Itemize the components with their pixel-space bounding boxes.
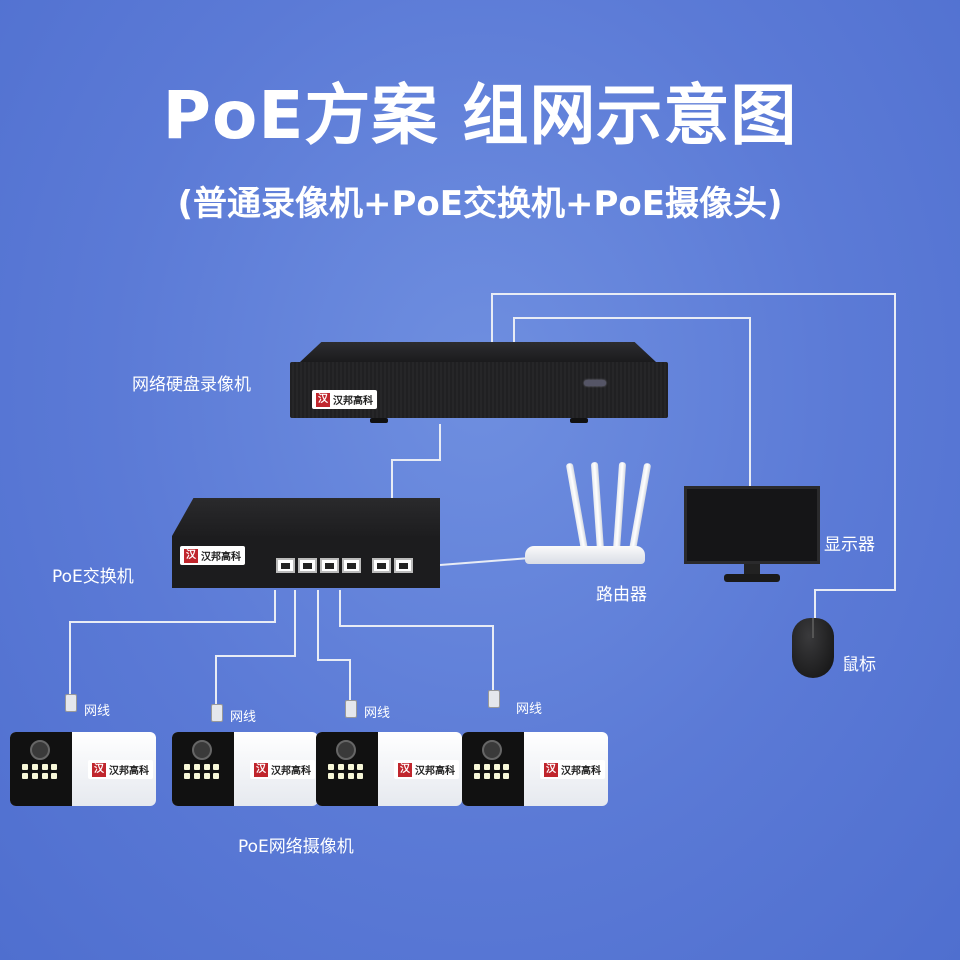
camera-face bbox=[172, 732, 234, 806]
ir-led-array-icon bbox=[328, 764, 364, 779]
poe-port-icon bbox=[342, 558, 361, 573]
wire-cam-2 bbox=[215, 590, 296, 706]
camera-brand-badge: 汉 汉邦高科 bbox=[88, 760, 153, 779]
poe-camera-3: 汉 汉邦高科 bbox=[316, 732, 462, 814]
router-antenna-icon bbox=[590, 461, 604, 551]
poe-port-icon bbox=[320, 558, 339, 573]
brand-name: 汉邦高科 bbox=[271, 766, 311, 777]
monitor-base bbox=[724, 574, 780, 582]
uplink-port-icon bbox=[372, 558, 391, 573]
poe-camera-2: 汉 汉邦高科 bbox=[172, 732, 318, 814]
wire-cam-3 bbox=[317, 590, 351, 706]
camera-lens-icon bbox=[192, 740, 212, 760]
camera-face bbox=[10, 732, 72, 806]
poe-port-icon bbox=[276, 558, 295, 573]
wire-cam-1 bbox=[69, 590, 276, 700]
rj45-plug-icon bbox=[65, 694, 77, 712]
wire-nvr-monitor bbox=[513, 317, 751, 486]
brand-name: 汉邦高科 bbox=[201, 552, 241, 563]
cable-label: 网线 bbox=[230, 710, 257, 725]
switch-top bbox=[172, 498, 440, 536]
camera-brand-badge: 汉 汉邦高科 bbox=[540, 760, 605, 779]
nvr-label: 网络硬盘录像机 bbox=[132, 375, 251, 395]
nvr-top bbox=[300, 342, 656, 362]
poe-camera-1: 汉 汉邦高科 bbox=[10, 732, 156, 814]
brand-name: 汉邦高科 bbox=[333, 396, 373, 407]
ir-led-array-icon bbox=[474, 764, 510, 779]
rj45-plug-icon bbox=[488, 690, 500, 708]
wire-nvr-mouse bbox=[491, 293, 896, 620]
camera-lens-icon bbox=[30, 740, 50, 760]
uplink-port-icon bbox=[394, 558, 413, 573]
switch-brand-badge: 汉 汉邦高科 bbox=[180, 546, 245, 565]
brand-name: 汉邦高科 bbox=[561, 766, 601, 777]
router-antenna-icon bbox=[613, 461, 627, 551]
camera-lens-icon bbox=[336, 740, 356, 760]
nvr-foot bbox=[570, 418, 588, 423]
wire-nvr-switch bbox=[391, 424, 441, 500]
nvr-device: 汉 汉邦高科 bbox=[290, 342, 668, 424]
camera-brand-badge: 汉 汉邦高科 bbox=[394, 760, 459, 779]
brand-name: 汉邦高科 bbox=[109, 766, 149, 777]
router-body bbox=[525, 546, 645, 564]
switch-label: PoE交换机 bbox=[52, 567, 134, 587]
cameras-label: PoE网络摄像机 bbox=[238, 837, 354, 857]
mouse-icon bbox=[792, 618, 834, 678]
brand-logo-icon: 汉 bbox=[316, 392, 330, 407]
monitor-label: 显示器 bbox=[824, 535, 875, 555]
monitor-neck bbox=[744, 564, 760, 574]
router-device bbox=[525, 461, 652, 572]
router-antenna-icon bbox=[565, 462, 588, 551]
poe-port-icon bbox=[298, 558, 317, 573]
wire-cam-4 bbox=[339, 590, 494, 692]
brand-name: 汉邦高科 bbox=[415, 766, 455, 777]
monitor-device bbox=[684, 486, 820, 590]
brand-logo-icon: 汉 bbox=[398, 762, 412, 777]
nvr-foot bbox=[370, 418, 388, 423]
camera-face bbox=[316, 732, 378, 806]
camera-brand-badge: 汉 汉邦高科 bbox=[250, 760, 315, 779]
wire-switch-router bbox=[439, 557, 531, 566]
poe-switch-device: 汉 汉邦高科 bbox=[172, 498, 440, 590]
cable-label: 网线 bbox=[364, 706, 391, 721]
rj45-plug-icon bbox=[211, 704, 223, 722]
page-title: PoE方案 组网示意图 bbox=[162, 77, 798, 154]
brand-logo-icon: 汉 bbox=[184, 548, 198, 563]
nvr-brand-badge: 汉 汉邦高科 bbox=[312, 390, 377, 409]
monitor-screen bbox=[684, 486, 820, 564]
cable-label: 网线 bbox=[84, 704, 111, 719]
brand-logo-icon: 汉 bbox=[544, 762, 558, 777]
router-label: 路由器 bbox=[596, 585, 647, 605]
poe-camera-4: 汉 汉邦高科 bbox=[462, 732, 608, 814]
camera-lens-icon bbox=[482, 740, 502, 760]
mouse-label: 鼠标 bbox=[842, 655, 876, 675]
ir-led-array-icon bbox=[184, 764, 220, 779]
cable-label: 网线 bbox=[516, 702, 543, 717]
page-subtitle: (普通录像机+PoE交换机+PoE摄像头) bbox=[177, 184, 783, 224]
rj45-plug-icon bbox=[345, 700, 357, 718]
brand-logo-icon: 汉 bbox=[254, 762, 268, 777]
brand-logo-icon: 汉 bbox=[92, 762, 106, 777]
nvr-status-led-icon bbox=[584, 380, 606, 386]
ir-led-array-icon bbox=[22, 764, 58, 779]
camera-face bbox=[462, 732, 524, 806]
